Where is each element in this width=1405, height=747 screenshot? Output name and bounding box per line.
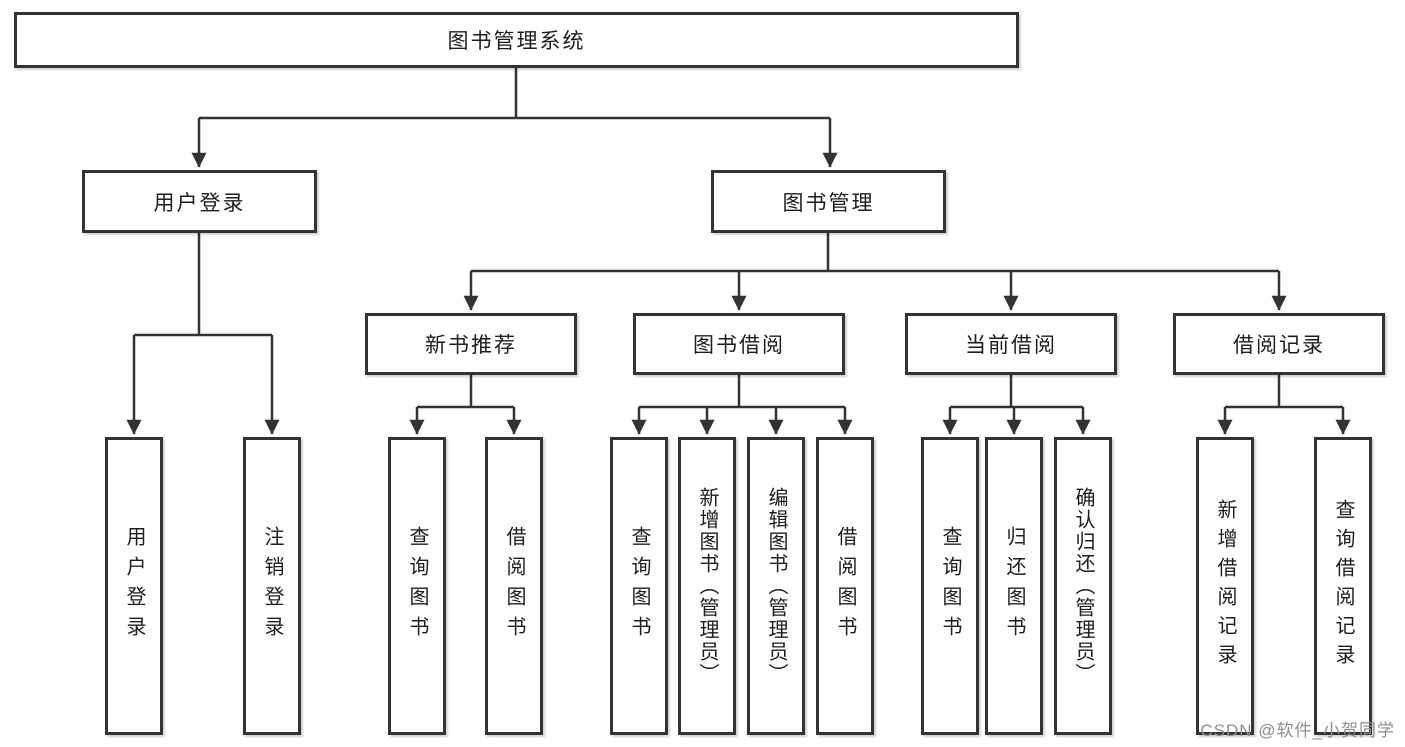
- node-new-book-recommend: 新书推荐: [365, 313, 577, 375]
- node-user-login-branch: 用户登录: [82, 170, 317, 233]
- node-logout: 注销登录: [243, 437, 301, 735]
- node-current-query-books-label: 查询图书: [939, 526, 961, 646]
- node-add-books-admin-label: 新增图书（管理员）: [696, 487, 718, 685]
- node-query-borrow-record-label: 查询借阅记录: [1332, 499, 1354, 673]
- node-borrowing-query-books: 查询图书: [610, 437, 668, 735]
- node-add-borrow-record: 新增借阅记录: [1196, 437, 1254, 735]
- node-edit-books-admin-label: 编辑图书（管理员）: [765, 487, 787, 685]
- node-return-books: 归还图书: [985, 437, 1043, 735]
- node-add-books-admin: 新增图书（管理员）: [678, 437, 736, 735]
- csdn-watermark: CSDN @软件_小贺同学: [1200, 721, 1395, 740]
- node-borrowing-query-books-label: 查询图书: [628, 526, 650, 646]
- node-confirm-return-admin-label: 确认归还（管理员）: [1072, 487, 1094, 685]
- node-edit-books-admin: 编辑图书（管理员）: [747, 437, 805, 735]
- node-current-borrowing: 当前借阅: [905, 313, 1117, 375]
- node-current-borrowing-label: 当前借阅: [965, 334, 1057, 357]
- node-confirm-return-admin: 确认归还（管理员）: [1054, 437, 1112, 735]
- node-logout-label: 注销登录: [261, 526, 283, 646]
- node-user-login-leaf: 用户登录: [105, 437, 163, 735]
- node-add-borrow-record-label: 新增借阅记录: [1214, 499, 1236, 673]
- node-book-management-label: 图书管理: [782, 191, 875, 215]
- node-recommend-borrow-books: 借阅图书: [485, 437, 543, 735]
- node-user-login-leaf-label: 用户登录: [123, 526, 145, 646]
- node-book-management: 图书管理: [711, 170, 946, 233]
- node-borrow-records: 借阅记录: [1173, 313, 1385, 375]
- node-book-borrowing: 图书借阅: [633, 313, 845, 375]
- node-library-system-label: 图书管理系统: [447, 30, 586, 53]
- node-book-borrowing-label: 图书借阅: [693, 334, 785, 357]
- node-borrowing-borrow-books-label: 借阅图书: [834, 526, 856, 646]
- node-user-login-branch-label: 用户登录: [153, 191, 246, 215]
- node-borrowing-borrow-books: 借阅图书: [816, 437, 874, 735]
- node-library-system: 图书管理系统: [14, 12, 1019, 68]
- node-recommend-query-books: 查询图书: [388, 437, 446, 735]
- node-recommend-borrow-books-label: 借阅图书: [503, 526, 525, 646]
- node-new-book-recommend-label: 新书推荐: [425, 334, 517, 357]
- node-recommend-query-books-label: 查询图书: [406, 526, 428, 646]
- node-borrow-records-label: 借阅记录: [1233, 334, 1325, 357]
- node-current-query-books: 查询图书: [921, 437, 979, 735]
- node-return-books-label: 归还图书: [1003, 526, 1025, 646]
- node-query-borrow-record: 查询借阅记录: [1314, 437, 1372, 735]
